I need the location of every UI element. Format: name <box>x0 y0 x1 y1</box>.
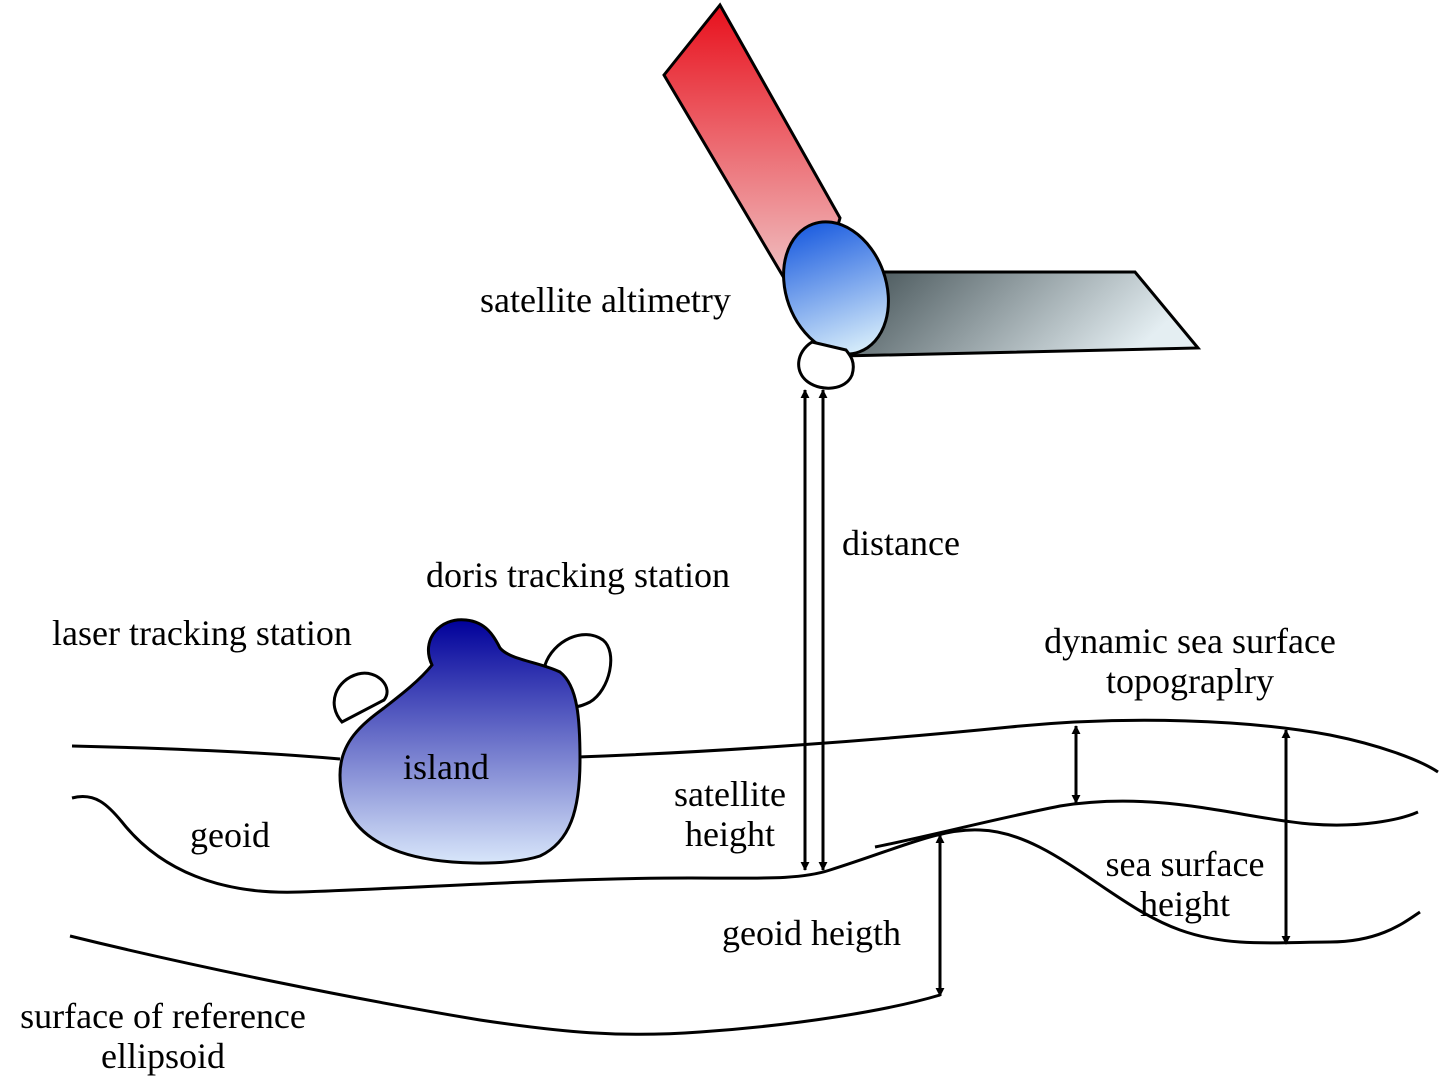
label-dynamic-sea-surface-line1: dynamic sea surface <box>1044 621 1336 661</box>
label-satellite-height: satellite height <box>650 774 810 854</box>
label-sea-surface-height-line1: sea surface <box>1105 844 1265 884</box>
label-geoid: geoid <box>190 815 270 855</box>
island-shape <box>338 618 582 865</box>
geoid-line <box>71 795 1421 945</box>
label-sea-surface-height: sea surface height <box>1080 844 1290 924</box>
satellite-gray-solar-panel <box>839 270 1202 358</box>
label-reference-ellipsoid-line2: ellipsoid <box>101 1036 225 1076</box>
label-satellite-height-line1: satellite <box>674 774 786 814</box>
label-laser-tracking-station: laser tracking station <box>52 613 352 653</box>
reference-ellipsoid-line <box>69 934 941 1036</box>
satellite-antenna-icon <box>797 340 855 390</box>
laser-tracking-station-icon <box>332 671 389 724</box>
label-distance: distance <box>842 523 960 563</box>
mean-sea-surface-line <box>874 799 1419 849</box>
label-reference-ellipsoid: surface of reference ellipsoid <box>0 996 326 1076</box>
label-sea-surface-height-line2: height <box>1140 884 1230 924</box>
label-satellite-height-line2: height <box>685 814 775 854</box>
sea-surface-line <box>71 718 1439 774</box>
label-island: island <box>403 747 489 787</box>
label-doris-tracking-station: doris tracking station <box>426 555 730 595</box>
satellite-body <box>782 220 890 356</box>
label-dynamic-sea-surface-topography: dynamic sea surface topograplry <box>1010 621 1370 701</box>
label-reference-ellipsoid-line1: surface of reference <box>20 996 306 1036</box>
label-dynamic-sea-surface-line2: topograplry <box>1106 661 1274 701</box>
label-satellite-altimetry: satellite altimetry <box>480 280 731 320</box>
label-geoid-height: geoid heigth <box>722 913 901 953</box>
